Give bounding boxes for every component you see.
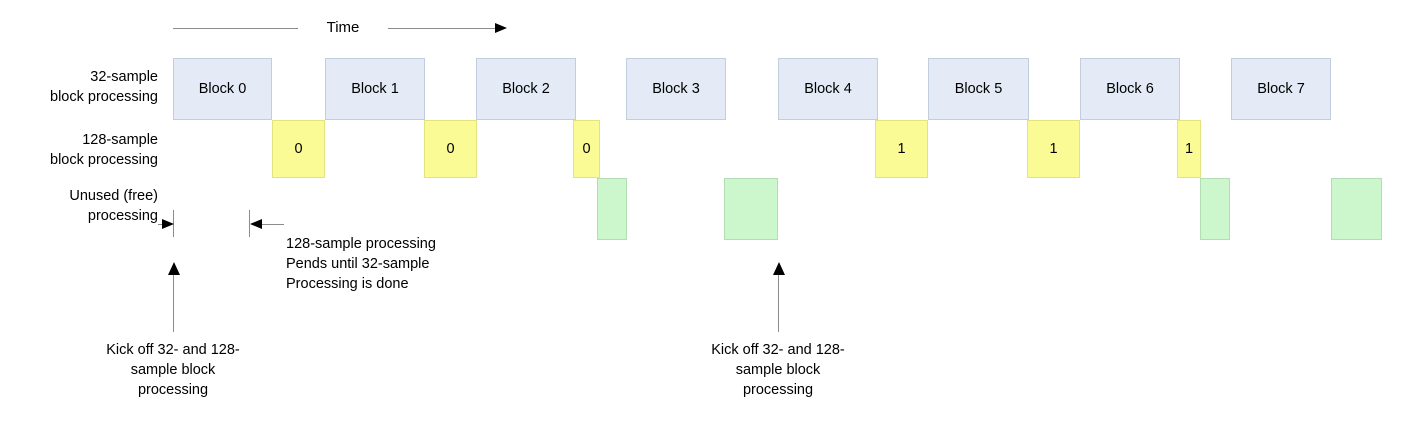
block-128-sample-4-label: 1 [1049,141,1058,157]
pend-extension-line-right [249,210,250,237]
block-128-sample-1-label: 0 [446,141,455,157]
kickoff-2-text: Kick off 32- and 128- sample block proce… [711,342,845,398]
block-32-sample-5: Block 5 [928,58,1029,120]
row-label-unused-free: Unused (free) processing [69,188,158,224]
kickoff-1-arrow-up-icon [168,262,180,275]
block-32-sample-7: Block 7 [1231,58,1331,120]
block-128-sample-5: 1 [1177,120,1201,178]
block-32-sample-3: Block 3 [626,58,726,120]
pend-arrow-left-icon [250,219,262,229]
block-128-sample-0-label: 0 [294,141,303,157]
block-128-sample-5-label: 1 [1184,141,1194,157]
time-arrow-icon [495,23,507,33]
row-label-32-sample: 32-sample block processing [50,69,158,105]
block-32-sample-6: Block 6 [1080,58,1180,120]
kickoff-1-stem [173,274,174,332]
block-128-sample-3-label: 1 [897,141,906,157]
block-unused-free-0 [597,178,627,240]
block-128-sample-2-label: 0 [582,141,591,157]
block-32-sample-6-label: Block 6 [1106,81,1154,97]
block-128-sample-0: 0 [272,120,325,178]
pend-arrow-right-icon [162,219,174,229]
kickoff-2-arrow-up-icon [773,262,785,275]
pend-dim-line-right [262,224,284,225]
block-128-sample-1: 0 [424,120,477,178]
row-label-128-sample: 128-sample block processing [50,132,158,168]
block-128-sample-2: 0 [573,120,600,178]
block-32-sample-4: Block 4 [778,58,878,120]
kickoff-1-text: Kick off 32- and 128- sample block proce… [106,342,240,398]
block-32-sample-7-label: Block 7 [1257,81,1305,97]
block-32-sample-2-label: Block 2 [502,81,550,97]
block-32-sample-3-label: Block 3 [652,81,700,97]
block-128-sample-4: 1 [1027,120,1080,178]
block-32-sample-4-label: Block 4 [804,81,852,97]
block-unused-free-1 [724,178,778,240]
block-32-sample-1-label: Block 1 [351,81,399,97]
block-32-sample-2: Block 2 [476,58,576,120]
block-32-sample-0: Block 0 [173,58,272,120]
pend-annotation-text: 128-sample processing Pends until 32-sam… [286,236,436,292]
block-128-sample-3: 1 [875,120,928,178]
block-unused-free-2 [1200,178,1230,240]
time-axis-label: Time [298,18,388,38]
block-32-sample-5-label: Block 5 [954,81,1003,97]
block-unused-free-3 [1331,178,1382,240]
block-32-sample-0-label: Block 0 [198,81,247,97]
block-32-sample-1: Block 1 [325,58,425,120]
kickoff-2-stem [778,274,779,332]
